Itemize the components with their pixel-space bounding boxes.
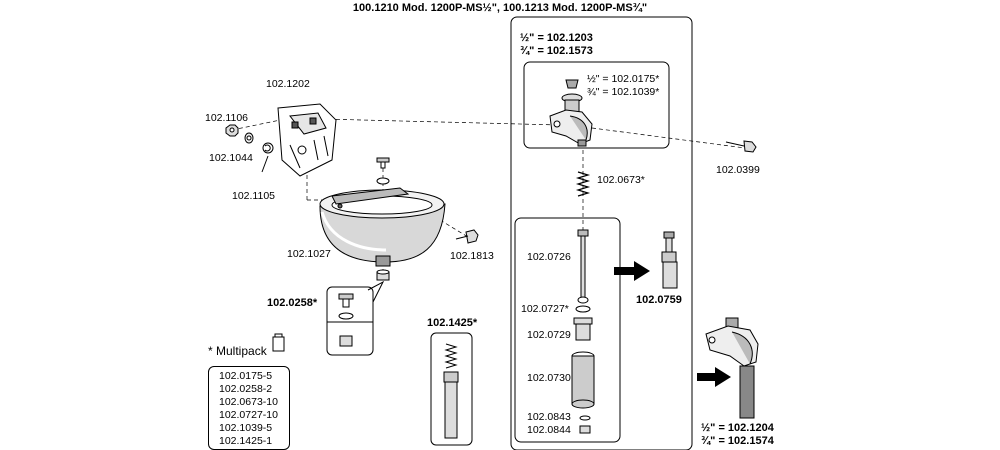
multipack-item: 102.0727-10	[219, 409, 278, 421]
stem-detail-frame	[514, 217, 621, 443]
bowl-bottom-nut	[376, 269, 390, 281]
right-bolt	[725, 140, 757, 153]
nut-washer-clip	[225, 124, 274, 173]
label-spring: 102.0673*	[597, 174, 645, 186]
label-part-0843: 102.0843	[527, 411, 571, 423]
ring	[575, 305, 591, 313]
spring	[575, 171, 591, 197]
multipack-item: 102.1425-1	[219, 435, 273, 447]
valve-stem	[577, 229, 589, 304]
drain-detail-frame	[326, 286, 374, 356]
label-sleeve: 102.0730	[527, 372, 571, 384]
label-valve-three-quarter: ¾" = 102.1573	[520, 45, 593, 57]
side-bolt	[455, 229, 479, 244]
label-washer: 102.1044	[209, 152, 253, 164]
valve-body	[549, 79, 593, 147]
multipack-heading: * Multipack	[208, 344, 267, 358]
label-side-bolt: 102.1813	[450, 250, 494, 262]
bowl-bolt-top	[376, 157, 390, 185]
label-assembly-0759: 102.0759	[636, 294, 682, 306]
label-right-bolt: 102.0399	[716, 164, 760, 176]
label-out-half: ½" = 102.1204	[701, 422, 774, 434]
arrow-to-0759	[614, 261, 650, 281]
valve-panel-frame	[510, 16, 693, 450]
label-bracket: 102.1202	[266, 78, 310, 90]
label-out-three-quarter: ¾" = 102.1574	[701, 435, 774, 447]
multipack-item: 102.0258-2	[219, 383, 273, 395]
multipack-item: 102.0673-10	[219, 396, 278, 408]
pkg-1425-frame	[430, 332, 473, 446]
valve-detail-frame	[523, 61, 670, 149]
label-ring: 102.0727*	[521, 303, 569, 315]
label-bush: 102.0729	[527, 329, 571, 341]
arrow-to-1204	[697, 367, 731, 387]
label-cap-half: ½" = 102.0175*	[587, 73, 660, 85]
wall-bracket	[277, 103, 337, 177]
label-stem: 102.0726	[527, 251, 571, 263]
assembly-0759	[661, 231, 678, 289]
diagram-title: 100.1210 Mod. 1200P-MS½", 100.1213 Mod. …	[352, 2, 648, 14]
drinking-bowl	[319, 187, 446, 267]
label-nut: 102.1106	[205, 112, 249, 124]
multipack-item: 102.0175-5	[219, 370, 273, 382]
label-cap-three-quarter: ¾" = 102.1039*	[587, 86, 660, 98]
multipack-item: 102.1039-5	[219, 422, 273, 434]
multipack-box-icon	[272, 333, 285, 352]
small-parts-bottom	[579, 415, 591, 434]
bush	[573, 317, 593, 341]
label-bowl: 102.1027	[287, 248, 331, 260]
complete-valve	[705, 317, 759, 419]
label-valve-half: ½" = 102.1203	[520, 32, 593, 44]
multipack-list: 102.0175-5 102.0258-2 102.0673-10 102.07…	[208, 366, 290, 450]
label-clip: 102.1105	[232, 190, 276, 202]
label-drain: 102.0258*	[267, 297, 318, 309]
label-part-0844: 102.0844	[527, 424, 571, 436]
assembly-1425	[443, 343, 459, 439]
drain-parts	[327, 280, 385, 347]
label-pkg-1425: 102.1425*	[427, 317, 478, 329]
sleeve	[571, 351, 595, 409]
